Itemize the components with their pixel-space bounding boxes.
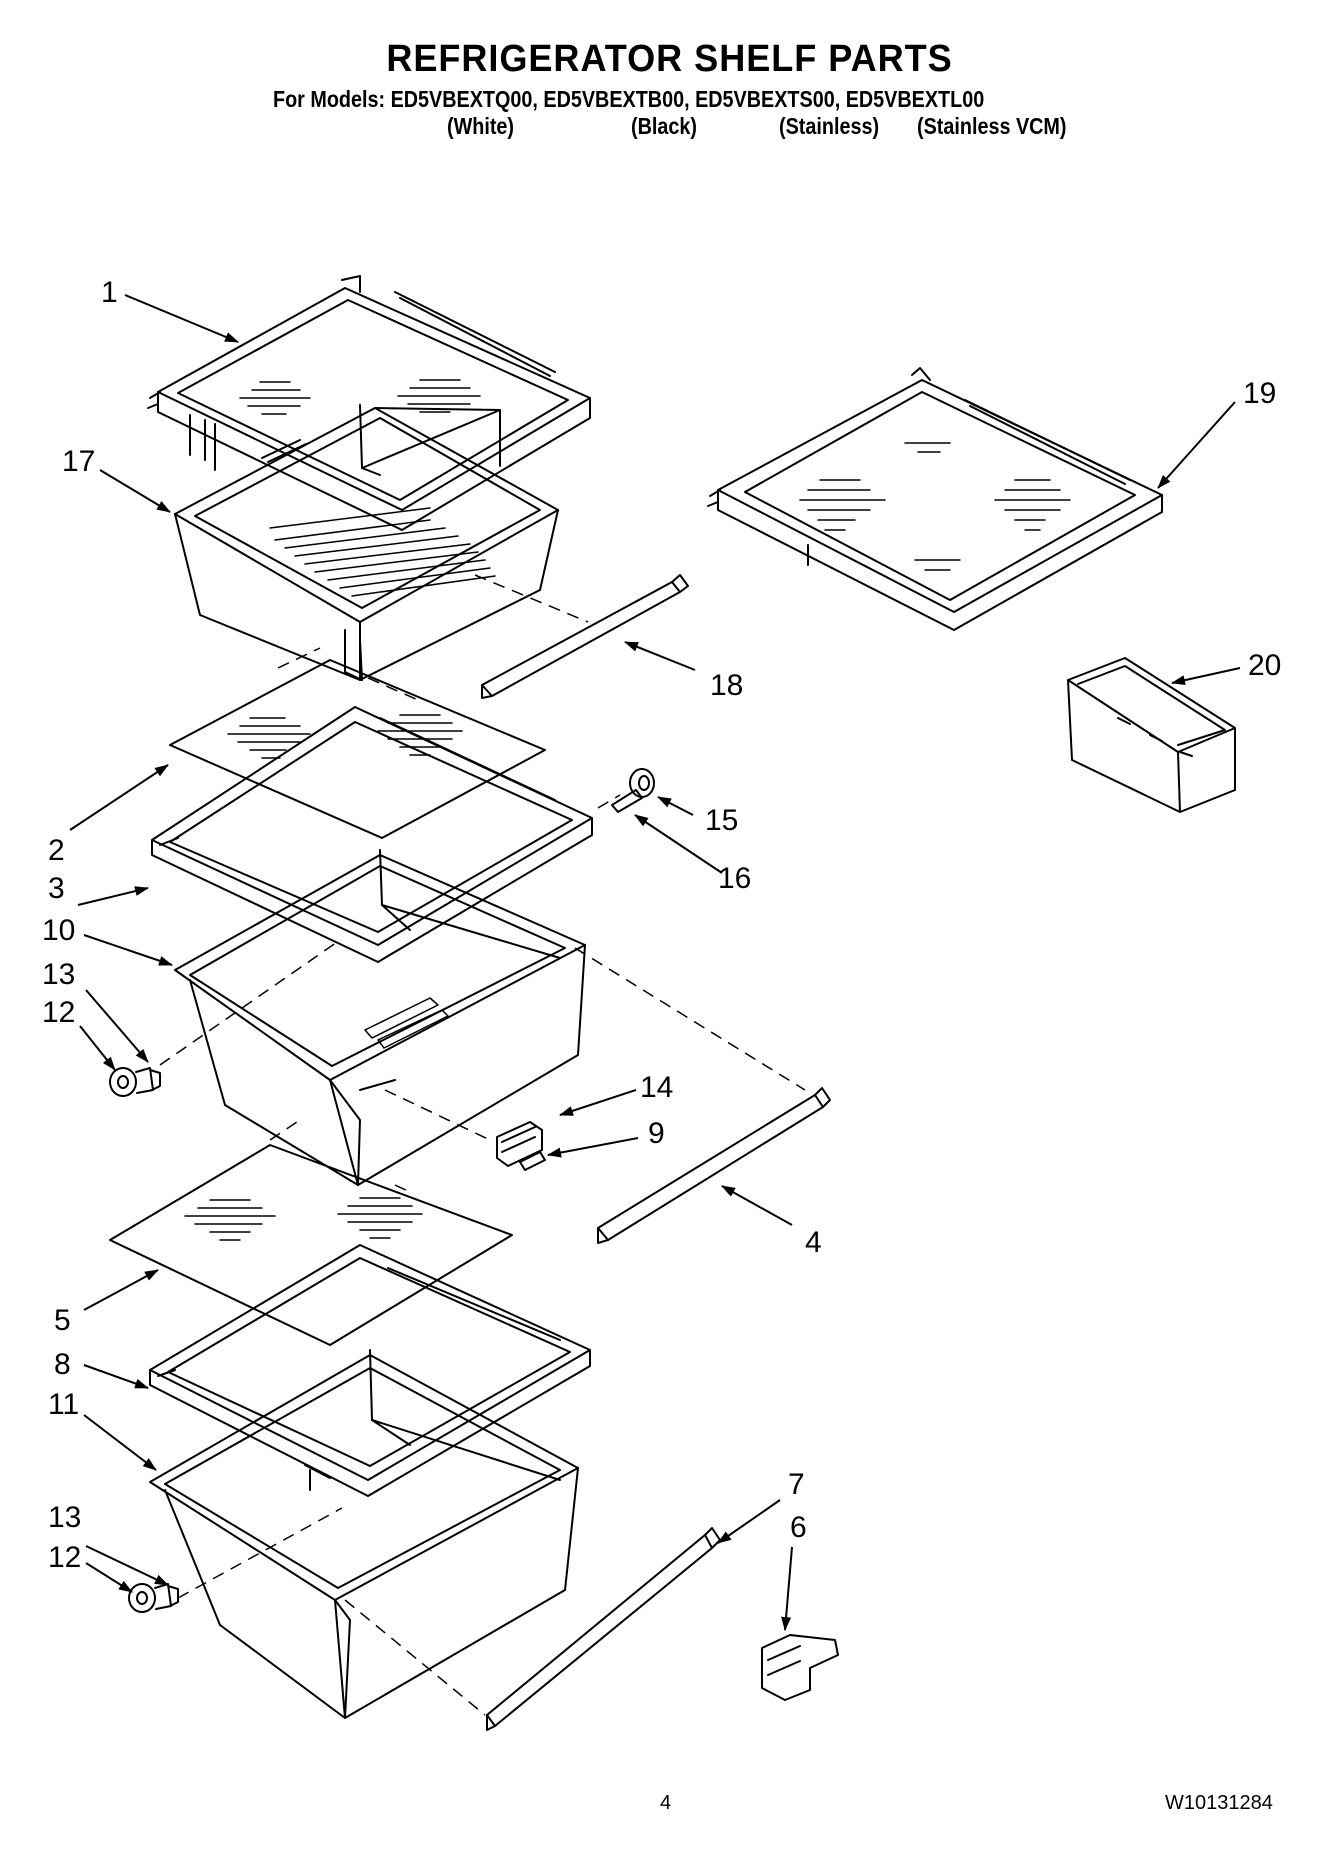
variant-stainless: (Stainless): [779, 113, 880, 139]
part-4-middle-trim: [597, 1087, 831, 1244]
part-15-16-roller: [611, 768, 655, 813]
callout-7: 7: [788, 1468, 805, 1501]
page-number: 4: [660, 1792, 672, 1814]
part-12-13-upper-roller: [109, 1067, 161, 1097]
callout-labels: 1 17 18 19 20 2 3 15 16 10 13 12 14 9 4 …: [42, 276, 1281, 1574]
callout-19: 19: [1243, 377, 1276, 410]
callout-5: 5: [54, 1304, 71, 1337]
callout-18: 18: [710, 669, 743, 702]
part-1-top-shelf: [147, 275, 591, 531]
callout-6: 6: [790, 1511, 807, 1544]
part-1-glass-marks: [239, 379, 481, 415]
callout-3: 3: [48, 872, 65, 905]
part-19-glass-marks: [799, 442, 1071, 571]
part-7-lower-trim: [486, 1527, 721, 1731]
part-20-door-bin: [1067, 657, 1236, 813]
callout-20: 20: [1248, 649, 1281, 682]
callout-12: 12: [42, 996, 75, 1029]
variant-white: (White): [447, 113, 515, 139]
callout-13-lower: 13: [48, 1501, 81, 1534]
part-10-slots: [364, 997, 449, 1049]
callout-10: 10: [42, 914, 75, 947]
variant-black: (Black): [631, 113, 697, 139]
page-title: REFRIGERATOR SHELF PARTS: [386, 38, 953, 80]
callout-11: 11: [48, 1388, 79, 1421]
part-17-ribs: [269, 507, 496, 597]
callout-9: 9: [648, 1117, 665, 1150]
document-number: W10131284: [1165, 1792, 1273, 1814]
callout-1: 1: [101, 276, 118, 309]
part-17-upper-drawer: [174, 404, 559, 681]
part-8-lower-cover-frame: [149, 1244, 591, 1497]
part-10-upper-crisper: [174, 849, 586, 1186]
callout-2: 2: [48, 834, 65, 867]
assembly-lines: [159, 574, 806, 1716]
callout-16: 16: [718, 862, 751, 895]
models-line: For Models: ED5VBEXTQ00, ED5VBEXTB00, ED…: [273, 86, 985, 112]
part-5-lower-glass: [109, 1144, 513, 1346]
callout-8: 8: [54, 1348, 71, 1381]
part-14-9-brackets: [496, 1121, 546, 1171]
part-2-glass-marks: [227, 714, 463, 759]
callout-4: 4: [805, 1226, 822, 1259]
callout-13: 13: [42, 958, 75, 991]
part-19-right-shelf: [707, 367, 1163, 631]
variant-stainless-vcm: (Stainless VCM): [917, 113, 1067, 139]
part-2-upper-glass: [169, 659, 546, 839]
callout-15: 15: [705, 804, 738, 837]
part-6-clip: [761, 1634, 839, 1701]
leader-arrows: [69, 294, 1241, 1631]
callout-17: 17: [62, 445, 95, 478]
part-5-glass-marks: [184, 1197, 423, 1241]
part-12-13-lower-roller: [128, 1583, 179, 1613]
callout-14: 14: [640, 1071, 673, 1104]
part-18-upper-trim: [481, 574, 689, 699]
part-11-lower-crisper: [149, 1349, 579, 1719]
callout-12-lower: 12: [48, 1541, 81, 1574]
